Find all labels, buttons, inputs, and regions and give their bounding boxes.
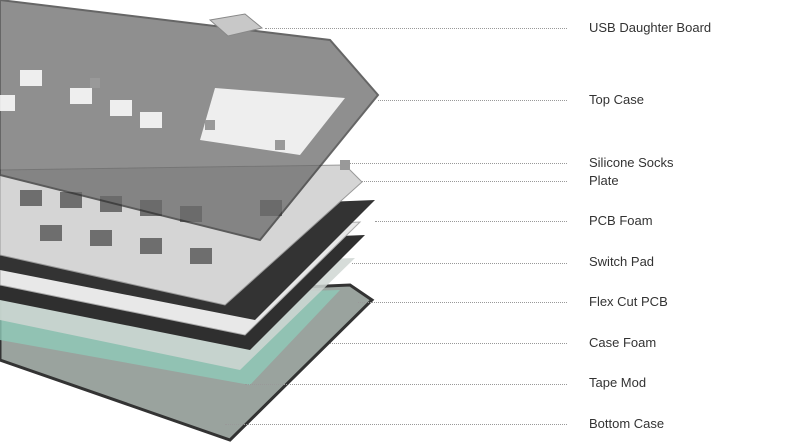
top-case-shape	[0, 0, 380, 242]
label-bottom-case: Bottom Case	[589, 416, 665, 431]
leader-bottom-case	[225, 424, 567, 425]
leader-case-foam	[330, 343, 567, 344]
label-plate: Plate	[589, 173, 619, 188]
top-case-key-openings	[0, 70, 162, 128]
leader-usb-daughter-board	[265, 28, 567, 29]
silicone-socks-shape	[90, 78, 350, 170]
leader-flex-cut-pcb	[358, 302, 567, 303]
top-case-opening	[200, 88, 345, 155]
label-silicone-socks: Silicone Socks	[589, 155, 674, 170]
leader-silicone-socks	[350, 163, 567, 164]
label-top-case: Top Case	[589, 92, 644, 107]
label-usb-daughter-board: USB Daughter Board	[589, 20, 712, 35]
label-flex-cut-pcb: Flex Cut PCB	[589, 294, 668, 309]
leader-top-case	[378, 100, 567, 101]
leader-pcb-foam	[375, 221, 567, 222]
leader-switch-pad	[352, 263, 567, 264]
leader-tape-mod	[245, 384, 567, 385]
usb-daughter-board-shape	[208, 13, 264, 37]
label-switch-pad: Switch Pad	[589, 254, 655, 269]
leader-plate	[362, 181, 567, 182]
label-pcb-foam: PCB Foam	[589, 213, 653, 228]
label-tape-mod: Tape Mod	[589, 375, 647, 390]
label-case-foam: Case Foam	[589, 335, 657, 350]
